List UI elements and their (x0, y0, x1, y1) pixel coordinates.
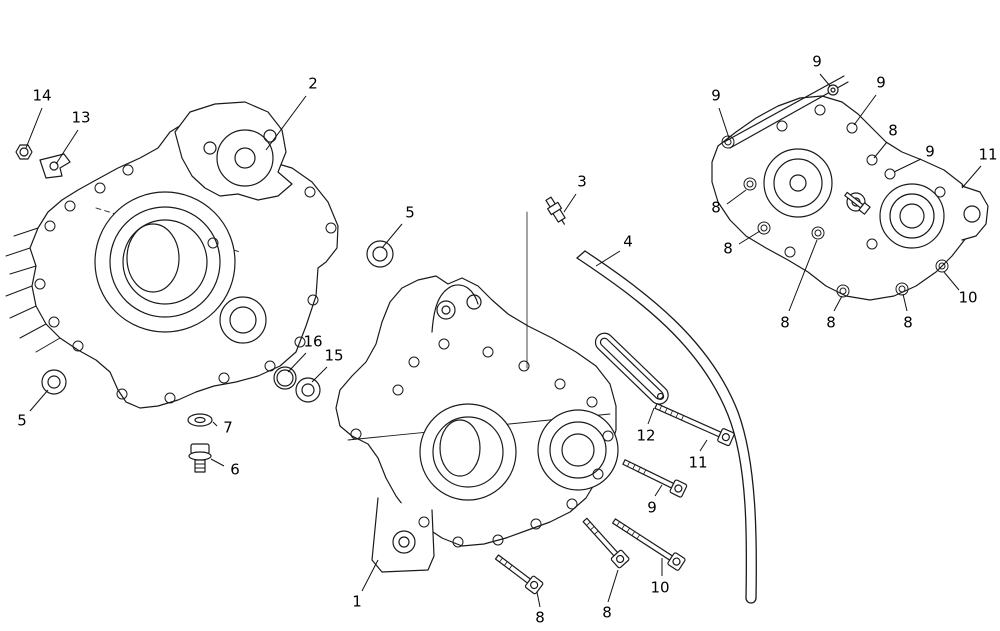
bolt-11-drawing (654, 403, 735, 447)
callout-label-5-3: 5 (405, 203, 415, 222)
leader-line-5-8 (29, 389, 49, 412)
leader-line-10-29 (943, 271, 960, 291)
callout-label-9-18: 9 (812, 52, 822, 71)
leader-line-11-12 (699, 439, 708, 452)
case-assembly-right-view-drawing (711, 75, 989, 301)
callout-label-8-26: 8 (780, 313, 790, 332)
leader-line-15-7 (311, 366, 328, 383)
bushing-15-drawing (295, 377, 321, 403)
callout-label-6-10: 6 (230, 460, 240, 479)
cooling-fins (5, 227, 61, 353)
leader-line-4-5 (595, 250, 621, 267)
leader-line-6-10 (210, 458, 225, 467)
callout-label-2-2: 2 (308, 74, 318, 93)
leader-line-9-22 (893, 158, 922, 173)
leader-line-5-3 (381, 223, 403, 249)
right-crankcase-drawing (335, 211, 619, 573)
leader-line-13-1 (55, 129, 79, 165)
leader-line-16-6 (287, 352, 307, 373)
leader-line-8-28 (902, 293, 908, 312)
leader-line-7-9 (212, 421, 218, 427)
callout-label-8-21: 8 (888, 121, 898, 140)
leader-line-14-0 (25, 107, 43, 149)
callout-label-5-8: 5 (17, 411, 27, 430)
callout-label-8-27: 8 (826, 313, 836, 332)
callout-label-15-7: 15 (324, 346, 344, 365)
leader-line-1-15 (361, 559, 379, 592)
callout-label-9-22: 9 (925, 142, 935, 161)
bolt-6-drawing (188, 443, 212, 473)
duct-12-drawing (594, 332, 669, 405)
left-crankcase-drawing (5, 101, 339, 409)
bolt-8a-drawing (494, 554, 544, 595)
leader-line-11-23 (961, 165, 982, 189)
callout-label-8-16: 8 (535, 608, 545, 627)
bushing-5-left-drawing (41, 369, 67, 395)
bolt-9-drawing (622, 459, 688, 498)
callout-label-10-14: 10 (650, 578, 670, 597)
leader-line-8-27 (833, 295, 843, 312)
callout-label-11-12: 11 (688, 453, 708, 472)
leader-line-8-24 (726, 189, 747, 205)
callout-label-13-1: 13 (71, 108, 91, 127)
callout-label-1-15: 1 (352, 592, 362, 611)
leader-line-8-17 (607, 569, 619, 603)
bolt-10-drawing (612, 518, 686, 571)
callout-label-9-19: 9 (876, 73, 886, 92)
callout-label-11-23: 11 (978, 145, 998, 164)
bracket-13-drawing (39, 153, 71, 179)
callout-label-3-4: 3 (577, 172, 587, 191)
callout-label-8-25: 8 (723, 239, 733, 258)
callout-label-16-6: 16 (303, 332, 323, 351)
callout-label-4-5: 4 (623, 232, 633, 251)
leader-line-9-19 (853, 94, 877, 126)
washer-7-drawing (187, 413, 213, 427)
leader-line-8-26 (788, 239, 818, 312)
leader-line-9-20 (718, 107, 730, 139)
callout-label-8-17: 8 (602, 603, 612, 622)
callout-label-9-20: 9 (711, 86, 721, 105)
upper-mount-boss (174, 101, 293, 201)
fitting-3-drawing (545, 196, 566, 225)
leader-line-12-11 (647, 407, 655, 425)
oring-16-drawing (273, 366, 297, 390)
bolt-14-drawing (15, 144, 33, 160)
callout-label-7-9: 7 (223, 418, 233, 437)
leader-line-8-25 (738, 230, 761, 245)
leader-line-9-18 (819, 73, 831, 87)
leader-line-3-4 (563, 193, 577, 213)
leader-line-2-2 (265, 95, 307, 151)
bolt-8b-drawing (582, 517, 630, 569)
leader-line-9-13 (654, 484, 663, 497)
leader-line-8-21 (873, 141, 888, 159)
leader-line-layer (25, 73, 982, 608)
hose-4-drawing (576, 250, 757, 604)
leader-line-8-16 (536, 591, 541, 608)
callout-label-10-29: 10 (958, 288, 978, 307)
bushing-5-right-drawing (366, 240, 394, 268)
callout-label-8-28: 8 (903, 313, 913, 332)
callout-label-12-11: 12 (636, 426, 656, 445)
callout-label-8-24: 8 (711, 198, 721, 217)
callout-label-9-13: 9 (647, 498, 657, 517)
callout-label-14-0: 14 (32, 86, 52, 105)
